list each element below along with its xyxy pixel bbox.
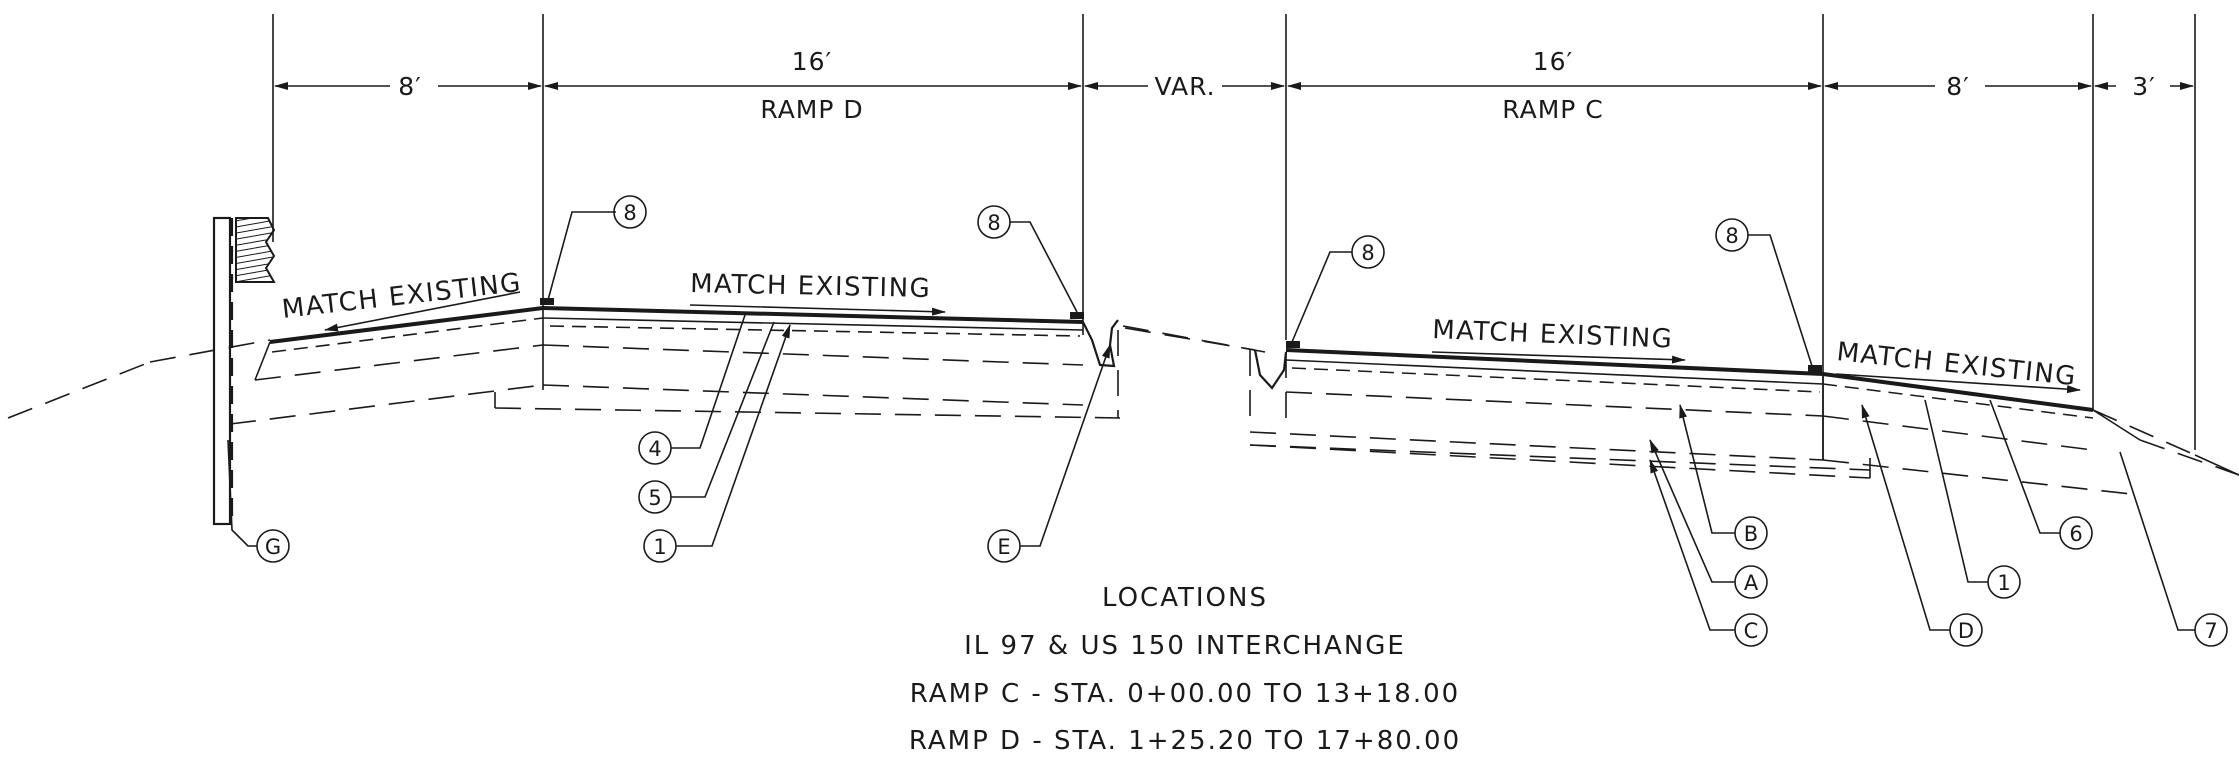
wood-block-icon — [235, 217, 276, 283]
locations-block: LOCATIONS IL 97 & US 150 INTERCHANGE RAM… — [909, 583, 1461, 756]
callout-d: D — [1949, 613, 1983, 647]
callout-1-right-shoulder: 1 — [1987, 565, 2021, 599]
callout-8-ramp-c-left: 8 — [1351, 235, 1385, 269]
locations-line-1: IL 97 & US 150 INTERCHANGE — [964, 631, 1406, 661]
callout-g: G — [256, 529, 290, 563]
callout-8-ramp-d-left: 8 — [613, 195, 647, 229]
svg-text:1: 1 — [653, 535, 666, 559]
svg-text:8: 8 — [1725, 224, 1738, 248]
locations-line-2: RAMP C - STA. 0+00.00 TO 13+18.00 — [910, 679, 1460, 709]
dim-ramp-d-width: 16′ — [792, 47, 833, 76]
svg-text:C: C — [1744, 619, 1759, 643]
svg-text:5: 5 — [648, 486, 661, 510]
ground-lines — [7, 325, 2239, 476]
svg-text:1: 1 — [1997, 571, 2010, 595]
svg-text:8: 8 — [1361, 241, 1374, 265]
svg-text:8: 8 — [987, 211, 1000, 235]
callout-a: A — [1734, 565, 1768, 599]
callout-8-ramp-d-right: 8 — [977, 205, 1011, 239]
callout-7: 7 — [2194, 613, 2228, 647]
dim-right-shoulder: 8′ — [1946, 72, 1970, 101]
dim-median: VAR. — [1154, 72, 1215, 101]
guardrail-post — [212, 216, 276, 526]
extension-lines — [272, 14, 2196, 460]
note-match-ramp-d: MATCH EXISTING — [690, 269, 932, 304]
svg-text:8: 8 — [623, 201, 636, 225]
svg-text:D: D — [1958, 619, 1974, 643]
joint-markers — [540, 298, 1822, 372]
svg-text:E: E — [997, 535, 1010, 559]
leader-lines — [227, 211, 2195, 631]
svg-text:6: 6 — [2069, 522, 2082, 546]
svg-text:A: A — [1744, 571, 1759, 595]
dim-left-shoulder: 8′ — [398, 72, 422, 101]
svg-text:B: B — [1744, 522, 1758, 546]
callout-6: 6 — [2059, 516, 2093, 550]
dim-ramp-c-label: RAMP C — [1502, 95, 1604, 124]
note-match-right-shoulder: MATCH EXISTING — [1835, 337, 2078, 392]
callout-b: B — [1734, 516, 1768, 550]
callout-e: E — [987, 529, 1021, 563]
callout-c: C — [1734, 613, 1768, 647]
callout-5: 5 — [638, 480, 672, 514]
callout-4: 4 — [638, 431, 672, 465]
dimension-labels: 8′ 16′ RAMP D VAR. 16′ RAMP C 8′ 3′ — [398, 47, 2156, 124]
dim-outer: 3′ — [2132, 72, 2156, 101]
note-match-ramp-c: MATCH EXISTING — [1432, 315, 1674, 355]
callout-1-ramp-d: 1 — [643, 529, 677, 563]
svg-text:4: 4 — [648, 437, 661, 461]
svg-text:7: 7 — [2204, 619, 2217, 643]
dim-ramp-d-label: RAMP D — [760, 95, 863, 124]
ramp-c-section — [1249, 348, 2239, 496]
dim-ramp-c-width: 16′ — [1533, 47, 1574, 76]
svg-text:G: G — [265, 535, 281, 559]
locations-line-3: RAMP D - STA. 1+25.20 TO 17+80.00 — [909, 726, 1461, 756]
ramp-d-section — [229, 300, 1256, 425]
callout-8-ramp-c-right: 8 — [1715, 218, 1749, 252]
locations-heading: LOCATIONS — [1102, 583, 1268, 613]
